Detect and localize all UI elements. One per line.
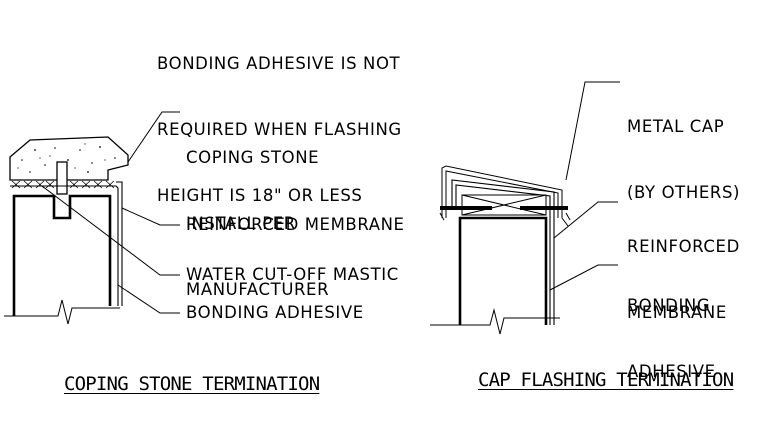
callout-line: METAL CAP bbox=[627, 117, 725, 136]
callout-reinforced-membrane-right: REINFORCED MEMBRANE bbox=[627, 192, 740, 368]
callout-water-cutoff-mastic: WATER CUT-OFF MASTIC bbox=[186, 265, 399, 284]
leader-bonding-adhesive-left bbox=[117, 284, 180, 314]
callout-coping-stone: COPING STONE INSTALL PER MANUFACTURER bbox=[186, 103, 329, 345]
callout-line: ADHESIVE bbox=[627, 362, 716, 381]
note-line: BONDING ADHESIVE IS NOT bbox=[157, 54, 401, 73]
callout-line: COPING STONE bbox=[186, 148, 320, 167]
coping-stone-detail bbox=[4, 136, 129, 325]
note-line: HEIGHT IS 18" OR LESS bbox=[157, 186, 363, 205]
coping-anchor-pin bbox=[56, 161, 68, 195]
callout-bonding-adhesive-left: BONDING ADHESIVE bbox=[186, 303, 364, 322]
left-break-line bbox=[4, 299, 120, 325]
leader-coping-stone bbox=[127, 111, 180, 163]
callout-bonding-adhesive-right: BONDING ADHESIVE bbox=[627, 251, 716, 427]
callout-line: BONDING bbox=[627, 296, 711, 315]
leader-water-cutoff-mastic bbox=[41, 185, 180, 276]
stone-stipple bbox=[17, 143, 116, 175]
coping-stone-slab bbox=[9, 136, 129, 181]
callout-line: (BY OTHERS) bbox=[627, 183, 741, 202]
detail-linework bbox=[4, 81, 620, 335]
flashing-height-note: BONDING ADHESIVE IS NOT REQUIRED WHEN FL… bbox=[157, 9, 402, 251]
cutoff-mastic-hatch bbox=[11, 180, 115, 189]
callout-line: MANUFACTURER bbox=[186, 280, 330, 299]
callout-reinforced-membrane-left: REINFORCED MEMBRANE bbox=[186, 215, 405, 234]
left-membrane bbox=[10, 185, 119, 306]
coping-stone-termination-title: COPING STONE TERMINATION bbox=[64, 373, 320, 395]
right-break-line bbox=[430, 308, 560, 335]
callout-line: INSTALL PER bbox=[186, 214, 296, 233]
leader-reinforced-membrane-left bbox=[121, 207, 180, 226]
right-parapet-wall bbox=[458, 216, 548, 325]
cap-flashing-detail bbox=[430, 165, 571, 335]
leader-metal-cap bbox=[565, 81, 620, 181]
metal-cap bbox=[441, 165, 569, 227]
cap-flashing-termination-title: CAP FLASHING TERMINATION bbox=[478, 369, 734, 391]
leader-reinforced-membrane-right bbox=[553, 201, 618, 239]
callout-line: REINFORCED bbox=[627, 237, 740, 256]
detail-drawing-sheet: BONDING ADHESIVE IS NOT REQUIRED WHEN FL… bbox=[4, 9, 740, 395]
callout-line: MEMBRANE bbox=[627, 303, 727, 322]
callout-metal-cap: METAL CAP (BY OTHERS) bbox=[627, 72, 740, 248]
leader-bonding-adhesive-right bbox=[549, 264, 618, 291]
left-parapet-wall bbox=[12, 194, 112, 316]
note-line: REQUIRED WHEN FLASHING bbox=[157, 120, 402, 139]
leader-lines bbox=[41, 81, 620, 314]
